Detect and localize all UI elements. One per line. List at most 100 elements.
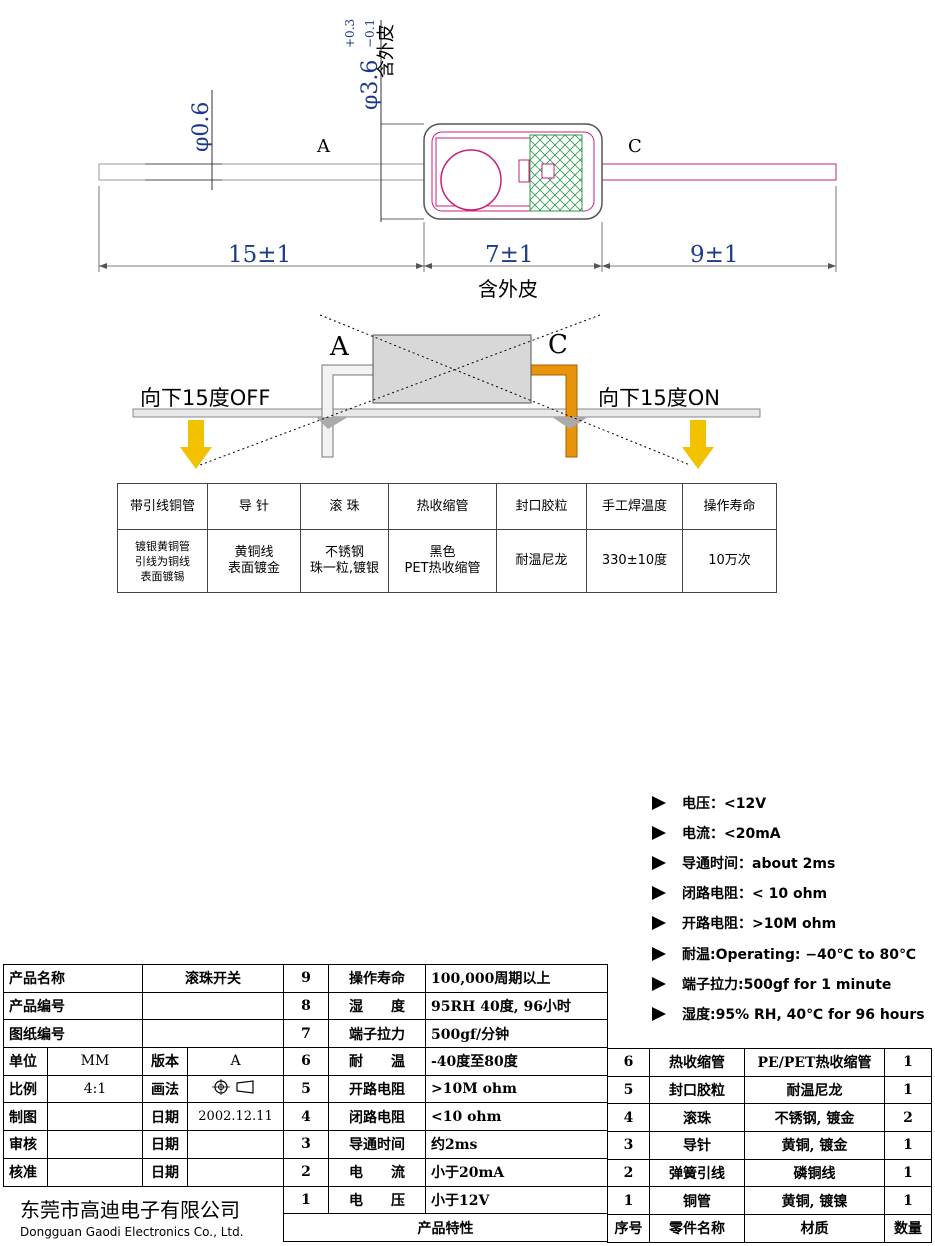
part-qty: 1: [884, 1075, 932, 1105]
part-name: 导针: [649, 1131, 745, 1160]
parts-header-no: 序号: [607, 1214, 650, 1243]
char-value: 小于20mA: [425, 1157, 608, 1187]
bullet-triangle-icon: [652, 796, 666, 811]
tol-upper: +0.3: [343, 19, 357, 48]
parts-header-name: 零件名称: [649, 1214, 745, 1243]
product-name: 滚珠开关: [142, 964, 284, 993]
dim-left: 15±1: [228, 242, 291, 268]
part-material: 黄铜, 镀镍: [744, 1186, 885, 1216]
skin-note: 含外皮: [478, 277, 538, 301]
mat-value: 镀银黄铜管 引线为铜线 表面镀锡: [117, 529, 208, 593]
scale-label: 比例: [3, 1074, 48, 1104]
mat-value: 10万次: [682, 529, 777, 593]
bullet-triangle-icon: [652, 916, 666, 931]
dim-mid: 7±1: [485, 242, 534, 268]
company-name-cn: 东莞市高迪电子有限公司: [20, 1198, 240, 1222]
projection-symbol-icon: [187, 1074, 284, 1104]
char-value: -40度至80度: [425, 1047, 608, 1076]
char-no: 7: [283, 1019, 329, 1049]
char-name: 导通时间: [328, 1130, 426, 1159]
char-no: 5: [283, 1074, 329, 1104]
char-footer: 产品特性: [283, 1213, 608, 1242]
part-qty: 2: [884, 1103, 932, 1133]
off-text: 向下15度OFF: [140, 386, 270, 410]
switch-body: [372, 334, 532, 404]
part-material: 磷铜线: [744, 1158, 885, 1188]
part-name: 封口胶粒: [649, 1075, 745, 1105]
char-value: <10 ohm: [425, 1102, 608, 1132]
approver: [47, 1157, 143, 1187]
bullet-triangle-icon: [652, 826, 666, 841]
dia-wire-label: φ0.6: [189, 102, 214, 152]
char-value: 500gf/分钟: [425, 1019, 608, 1049]
char-value: 约2ms: [425, 1130, 608, 1159]
pcb-board: [132, 408, 761, 418]
part-name: 铜管: [649, 1186, 745, 1216]
date-label: 日期: [142, 1102, 188, 1132]
label-a: A: [316, 136, 331, 157]
part-no: 1: [607, 1186, 650, 1216]
char-name: 湿 度: [328, 991, 426, 1021]
tol-lower: −0.1: [363, 19, 377, 48]
char-no: 6: [283, 1047, 329, 1076]
reviewer: [47, 1130, 143, 1159]
char-name: 端子拉力: [328, 1019, 426, 1049]
down-arrow-icon: [180, 420, 212, 469]
date-label: 日期: [142, 1157, 188, 1187]
spec-list: 电压：<12V 电流：<20mA 导通时间：about 2ms 闭路电阻：< 1…: [652, 788, 925, 1029]
char-name: 耐 温: [328, 1047, 426, 1076]
bullet-triangle-icon: [652, 856, 666, 871]
version-label: 版本: [142, 1047, 188, 1076]
drafter-label: 制图: [3, 1102, 48, 1132]
skin-note-vertical: 含外皮: [376, 24, 397, 78]
part-material: 不锈钢, 镀金: [744, 1103, 885, 1133]
char-no: 8: [283, 991, 329, 1021]
spec-item: 开路电阻：>10M ohm: [652, 908, 925, 938]
lead-wire-c: [587, 163, 837, 181]
part-no: 5: [607, 1075, 650, 1105]
bullet-triangle-icon: [652, 886, 666, 901]
product-no-label: 产品编号: [3, 991, 143, 1021]
mat-header: 手工焊温度: [586, 483, 683, 530]
spec-item: 闭路电阻：< 10 ohm: [652, 878, 925, 908]
char-name: 操作寿命: [328, 964, 426, 993]
version: A: [187, 1047, 284, 1076]
mat-value: 330±10度: [586, 529, 683, 593]
part-name: 滚珠: [649, 1103, 745, 1133]
bullet-triangle-icon: [652, 976, 666, 991]
part-material: 黄铜, 镀金: [744, 1131, 885, 1160]
mat-value: 黑色 PET热收缩管: [388, 529, 497, 593]
char-no: 9: [283, 964, 329, 993]
mat-header: 热收缩管: [388, 483, 497, 530]
scale: 4:1: [47, 1074, 143, 1104]
tilt-label-a: A: [329, 332, 350, 362]
part-qty: 1: [884, 1131, 932, 1160]
down-arrow-icon: [682, 420, 714, 469]
char-no: 2: [283, 1157, 329, 1187]
char-name: 开路电阻: [328, 1074, 426, 1104]
part-name: 热收缩管: [649, 1048, 745, 1077]
char-value: 95RH 40度, 96小时: [425, 991, 608, 1021]
dimension-drawing: φ0.6 φ3.6 +0.3 −0.1 含外皮 A C 15±1 7±1 9±1…: [98, 19, 837, 301]
dim-right: 9±1: [690, 242, 739, 268]
bullet-triangle-icon: [652, 946, 666, 961]
spec-item: 端子拉力:500gf for 1 minute: [652, 969, 925, 999]
unit: MM: [47, 1047, 143, 1076]
bullet-triangle-icon: [652, 1006, 666, 1021]
review-date: [187, 1130, 284, 1159]
on-text: 向下15度ON: [598, 386, 720, 410]
char-name: 闭路电阻: [328, 1102, 426, 1132]
method-label: 画法: [142, 1074, 188, 1104]
parts-header-qty: 数量: [884, 1214, 932, 1243]
part-qty: 1: [884, 1048, 932, 1077]
part-material: 耐温尼龙: [744, 1075, 885, 1105]
approve-label: 核准: [3, 1157, 48, 1187]
mat-value: 不锈钢 珠一粒,镀银: [300, 529, 389, 593]
spec-item: 湿度:95% RH, 40℃ for 96 hours: [652, 999, 925, 1029]
drafter: [47, 1102, 143, 1132]
spec-item: 电流：<20mA: [652, 818, 925, 848]
unit-label: 单位: [3, 1047, 48, 1076]
company-name-en: Dongguan Gaodi Electronics Co., Ltd.: [20, 1225, 244, 1239]
